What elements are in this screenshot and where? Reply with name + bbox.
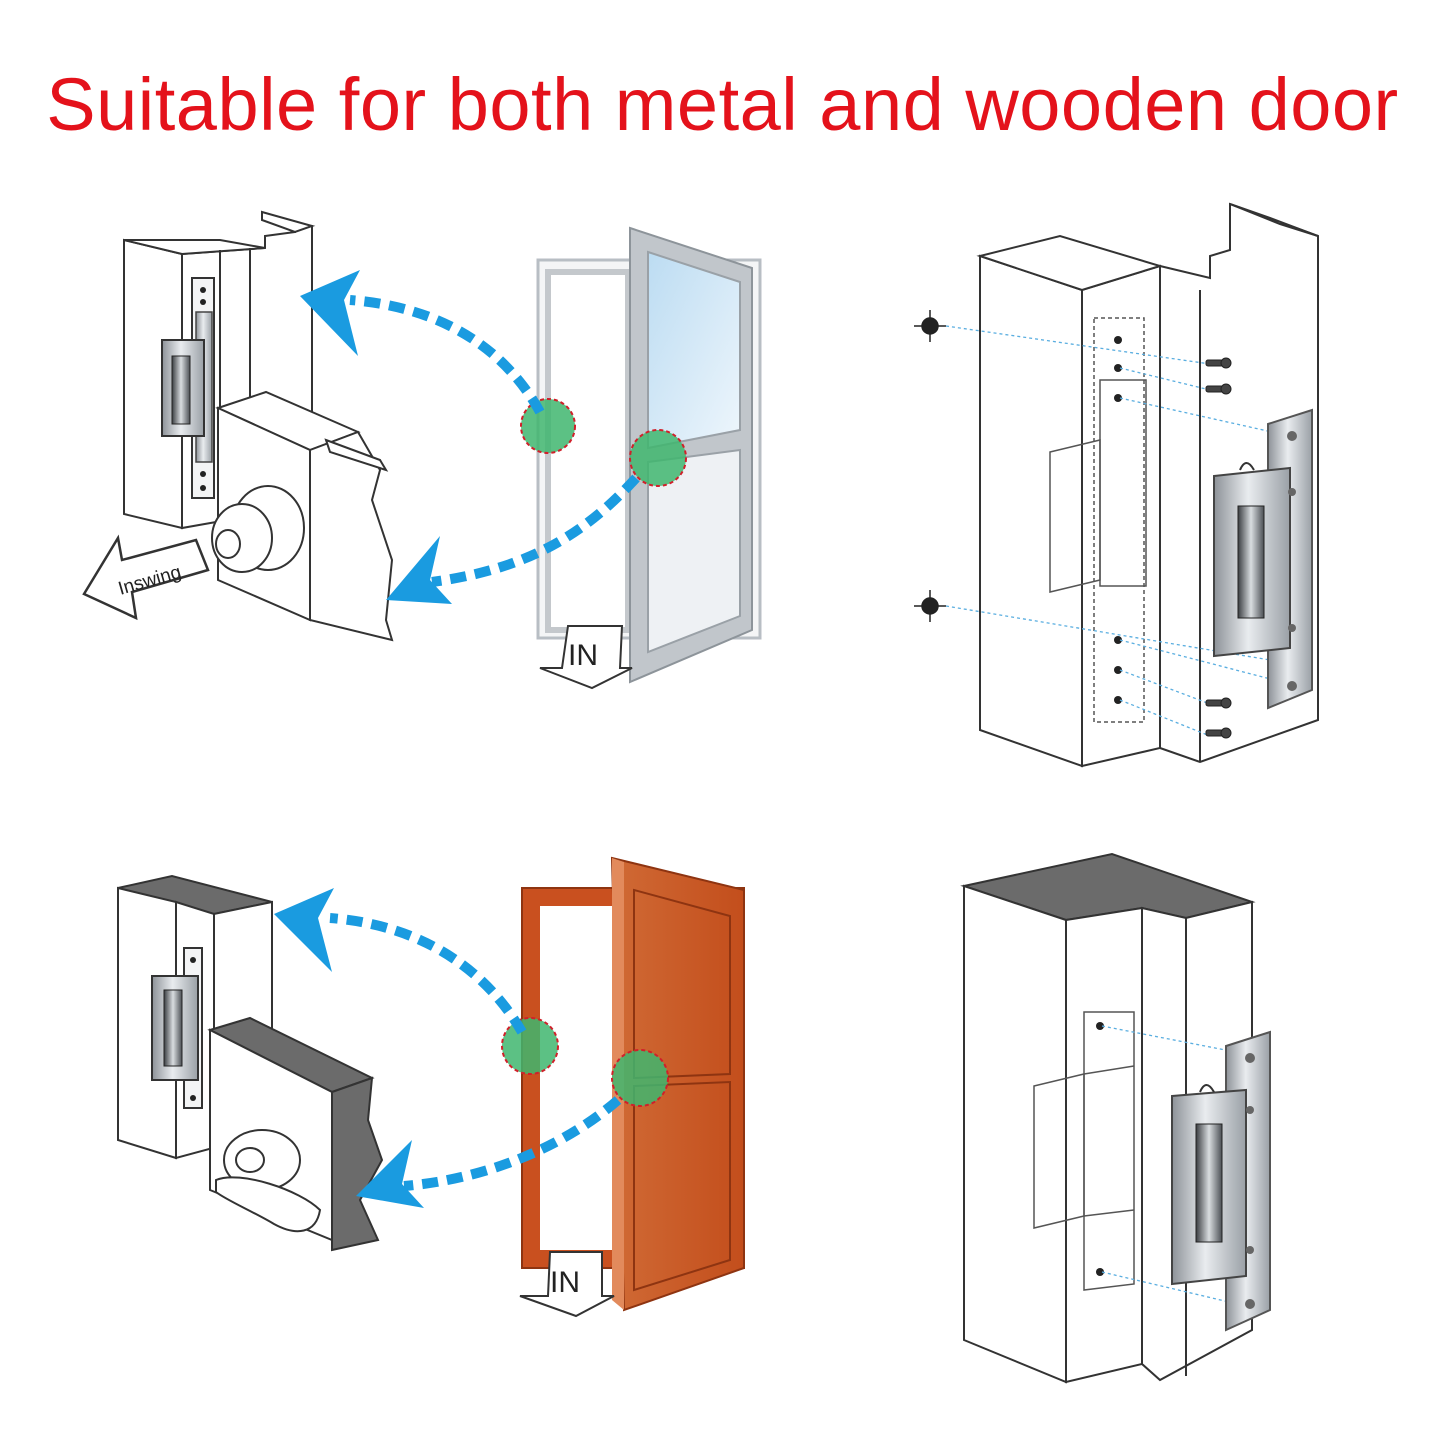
strike-highlight-wood	[501, 1017, 559, 1075]
alignment-guides-metal	[945, 325, 1291, 737]
headline: Suitable for both metal and wooden door	[46, 63, 1399, 146]
door-knob-icon	[211, 485, 305, 573]
metal-door-scene: Inswing IN	[82, 210, 762, 690]
knob-highlight-metal	[629, 429, 687, 487]
arrowhead-top-wood	[274, 888, 334, 972]
dashed-swing-arrow-bottom-metal	[431, 474, 640, 587]
in-arrow-metal: IN	[539, 625, 633, 690]
dashed-swing-arrow-bottom-wood	[403, 1096, 622, 1191]
inswing-arrow: Inswing	[82, 534, 210, 621]
arrowhead-bottom-wood	[356, 1140, 424, 1208]
mounting-holes-metal	[1114, 336, 1122, 704]
lever-handle-icon	[215, 1129, 322, 1233]
screw-icon	[1205, 357, 1232, 739]
in-label-metal: IN	[568, 639, 598, 672]
handle-highlight-wood	[611, 1049, 669, 1107]
dashed-swing-arrow-top-wood	[329, 913, 527, 1035]
in-label-wood: IN	[550, 1266, 580, 1299]
wooden-door-scene: IN	[117, 856, 745, 1318]
wood-jamb-installation	[960, 852, 1271, 1384]
arrowhead-top-metal	[300, 270, 360, 356]
dashed-swing-arrow-top-metal	[349, 295, 545, 415]
in-arrow-wood: IN	[519, 1251, 615, 1318]
metal-jamb-installation	[914, 202, 1319, 768]
electric-strike-lock-icon	[1213, 408, 1313, 710]
strike-highlight-metal	[520, 398, 576, 454]
electric-strike-lock-icon-wood	[1171, 1030, 1271, 1332]
electric-strike-metal	[161, 277, 215, 499]
alignment-guides-wood	[1101, 1025, 1247, 1307]
drill-target-icon	[914, 310, 946, 622]
electric-strike-wood	[151, 947, 203, 1109]
arrowhead-bottom-metal	[386, 536, 452, 604]
